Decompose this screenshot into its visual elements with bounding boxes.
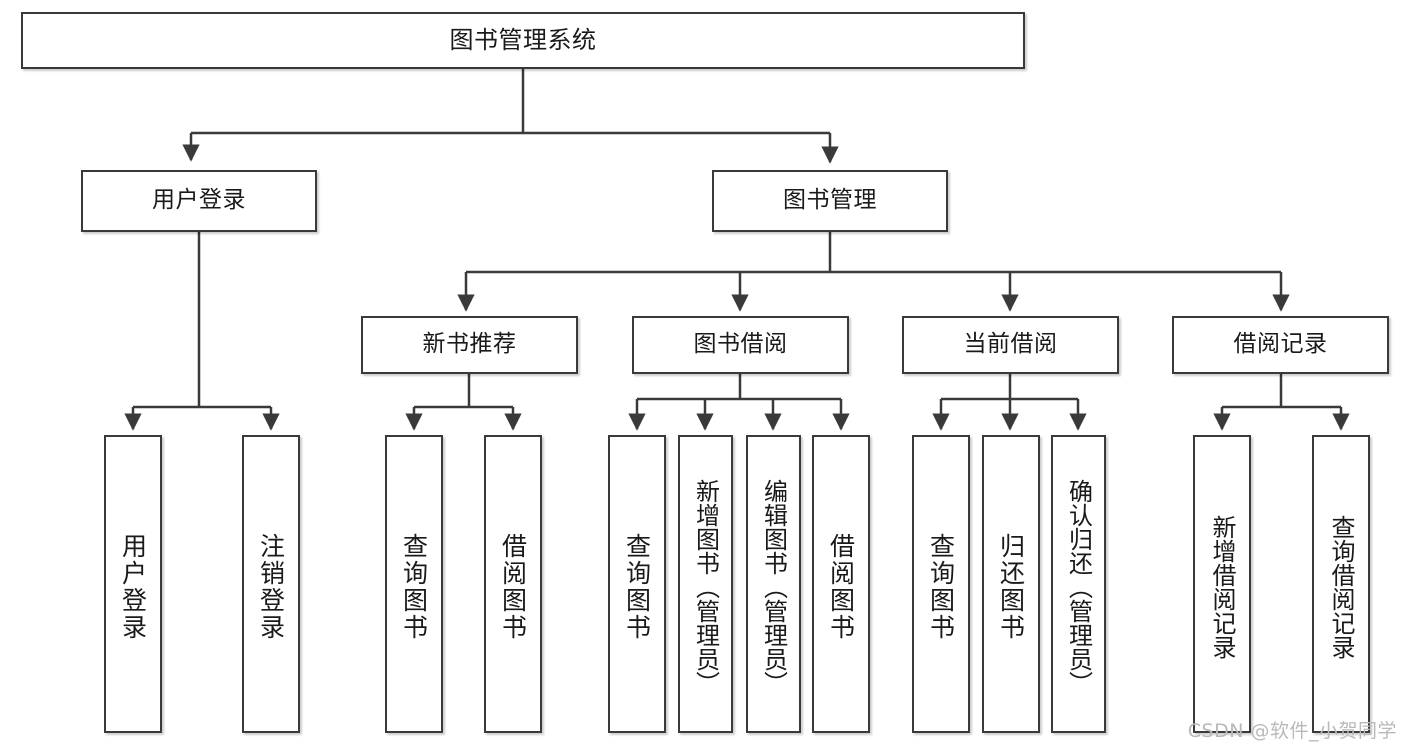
node-user-login-label: 用户登录 xyxy=(152,187,246,214)
node-borrow-record-label: 借阅记录 xyxy=(1233,331,1328,358)
leaf-user-login-signout[interactable]: 注销登录 xyxy=(242,435,300,733)
leaf-user-login-signout-label: 注销登录 xyxy=(256,533,286,641)
node-user-login[interactable]: 用户登录 xyxy=(81,170,317,232)
node-root[interactable]: 图书管理系统 xyxy=(21,12,1025,69)
leaf-book-borrow-borrow[interactable]: 借阅图书 xyxy=(812,435,870,733)
leaf-current-borrow-return[interactable]: 归还图书 xyxy=(982,435,1040,733)
leaf-current-borrow-confirm-return-label: 确认归还（管理员） xyxy=(1064,479,1093,695)
node-book-borrow[interactable]: 图书借阅 xyxy=(632,316,849,374)
leaf-current-borrow-return-label: 归还图书 xyxy=(996,533,1026,641)
node-current-borrow[interactable]: 当前借阅 xyxy=(902,316,1119,374)
leaf-current-borrow-confirm-return[interactable]: 确认归还（管理员） xyxy=(1051,435,1106,733)
leaf-book-borrow-edit-label: 编辑图书（管理员） xyxy=(759,479,788,695)
leaf-current-borrow-query[interactable]: 查询图书 xyxy=(912,435,970,733)
node-book-management-label: 图书管理 xyxy=(783,187,877,214)
leaf-borrow-record-add[interactable]: 新增借阅记录 xyxy=(1193,435,1251,733)
leaf-borrow-record-query[interactable]: 查询借阅记录 xyxy=(1312,435,1370,733)
leaf-user-login-signin-label: 用户登录 xyxy=(118,533,148,641)
leaf-borrow-record-add-label: 新增借阅记录 xyxy=(1208,515,1236,659)
leaf-new-book-query-label: 查询图书 xyxy=(399,533,429,641)
leaf-book-borrow-borrow-label: 借阅图书 xyxy=(826,533,856,641)
leaf-new-book-query[interactable]: 查询图书 xyxy=(385,435,443,733)
leaf-new-book-borrow-label: 借阅图书 xyxy=(498,533,528,641)
node-current-borrow-label: 当前借阅 xyxy=(963,331,1058,358)
csdn-watermark: CSDN @软件_小贺同学 xyxy=(1187,720,1397,742)
leaf-book-borrow-edit[interactable]: 编辑图书（管理员） xyxy=(746,435,801,733)
leaf-current-borrow-query-label: 查询图书 xyxy=(926,533,956,641)
leaf-user-login-signin[interactable]: 用户登录 xyxy=(104,435,162,733)
leaf-book-borrow-add[interactable]: 新增图书（管理员） xyxy=(678,435,733,733)
leaf-new-book-borrow[interactable]: 借阅图书 xyxy=(484,435,542,733)
node-book-borrow-label: 图书借阅 xyxy=(693,331,788,358)
node-root-label: 图书管理系统 xyxy=(449,26,597,55)
node-book-management[interactable]: 图书管理 xyxy=(712,170,948,232)
node-new-book-recommendation-label: 新书推荐 xyxy=(422,331,517,358)
leaf-borrow-record-query-label: 查询借阅记录 xyxy=(1327,515,1355,659)
node-borrow-record[interactable]: 借阅记录 xyxy=(1172,316,1389,374)
leaf-book-borrow-query-label: 查询图书 xyxy=(622,533,652,641)
leaf-book-borrow-query[interactable]: 查询图书 xyxy=(608,435,666,733)
node-new-book-recommendation[interactable]: 新书推荐 xyxy=(361,316,578,374)
leaf-book-borrow-add-label: 新增图书（管理员） xyxy=(691,479,720,695)
